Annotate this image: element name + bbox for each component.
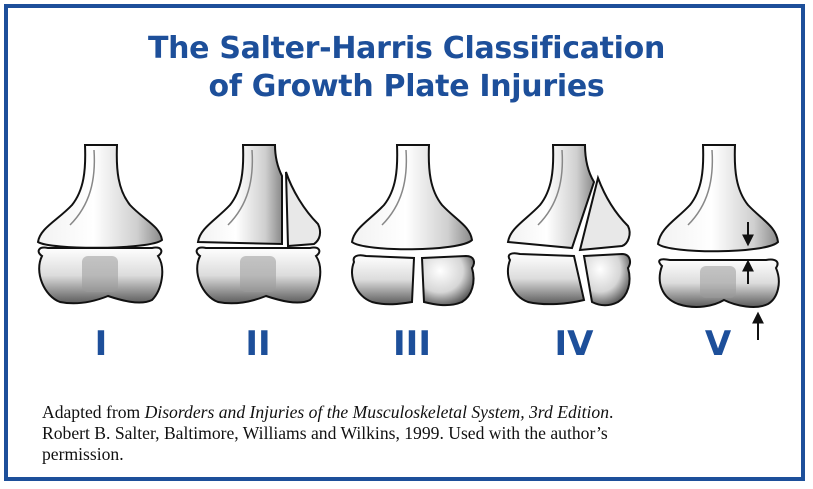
type-label-ii: II — [213, 322, 303, 366]
bone-type-iv — [508, 145, 630, 305]
type-labels: I II III IV V — [0, 322, 813, 372]
bone-type-i — [38, 145, 162, 303]
bone-type-v — [658, 145, 779, 340]
caption-prefix: Adapted from — [42, 402, 145, 422]
bone-type-ii — [197, 145, 321, 303]
type-label-v: V — [673, 322, 763, 366]
caption-suffix: . — [609, 402, 613, 422]
bone-type-iii — [352, 145, 474, 305]
caption-line-2: Robert B. Salter, Baltimore, Williams an… — [42, 423, 608, 443]
type-label-i: I — [56, 322, 146, 366]
type-label-iv: IV — [529, 322, 619, 366]
type-label-iii: III — [367, 322, 457, 366]
attribution-caption: Adapted from Disorders and Injuries of t… — [42, 402, 782, 465]
caption-line-3: permission. — [42, 444, 124, 464]
caption-book-title: Disorders and Injuries of the Musculoske… — [145, 402, 609, 422]
